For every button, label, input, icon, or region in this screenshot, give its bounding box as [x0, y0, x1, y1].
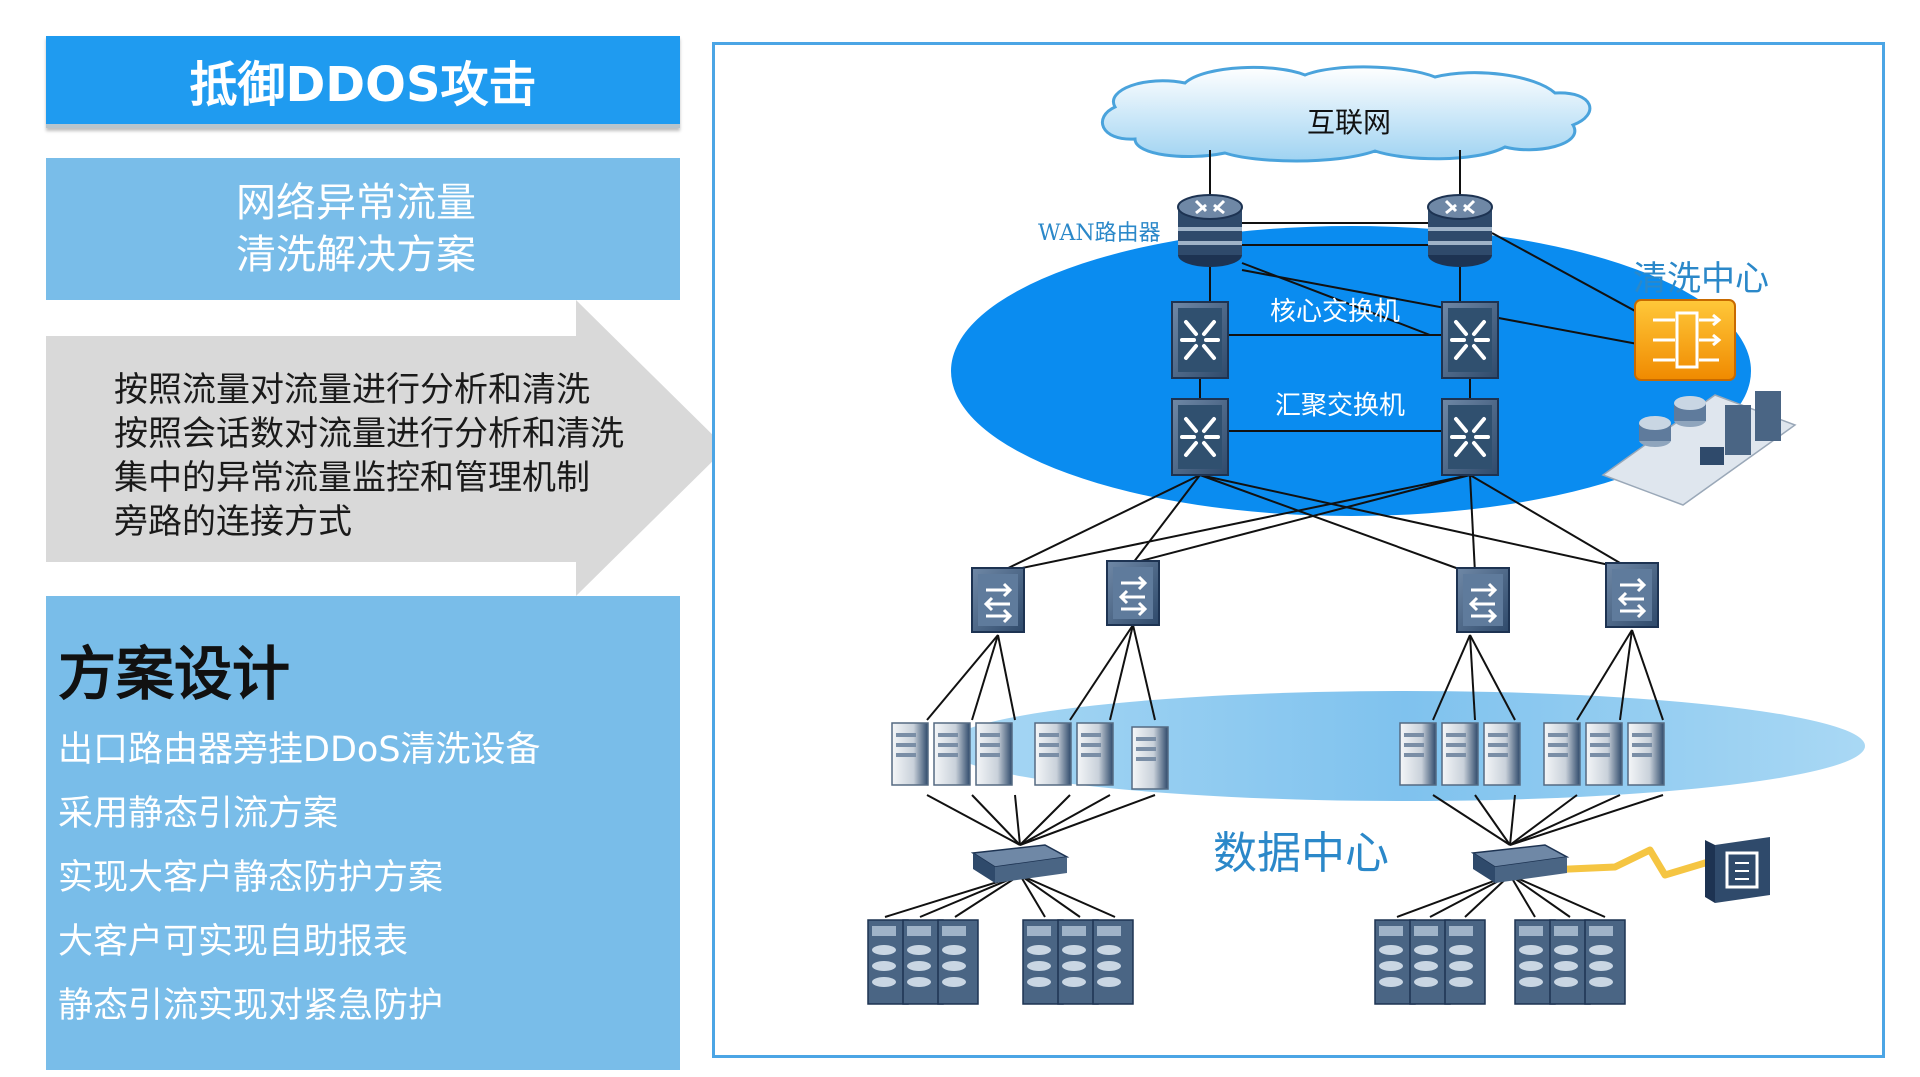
wan-router-left-icon [1176, 193, 1244, 269]
internet-cloud [1100, 65, 1592, 163]
storage-icon [1092, 919, 1134, 1005]
server-icon [975, 722, 1013, 786]
design-item: 实现大客户静态防护方案 [58, 858, 444, 898]
server-icon [891, 722, 929, 786]
dc-switch-right-icon [1470, 844, 1570, 883]
core-network-ellipse [951, 226, 1751, 516]
dc-switch-left-icon [970, 844, 1070, 883]
diagram-canvas [867, 65, 1865, 1005]
internet-label: 互联网 [1307, 106, 1392, 139]
server-icon [1034, 722, 1072, 786]
subtitle-line: 清洗解决方案 [236, 232, 476, 278]
storage-icon [1022, 919, 1064, 1005]
core-switch-label: 核心交换机 [1270, 297, 1401, 327]
data-center-label: 数据中心 [1213, 828, 1389, 879]
storage-icon [1514, 919, 1556, 1005]
access-switch-2-icon [1105, 559, 1161, 627]
wan-router-label: WAN路由器 [1038, 221, 1161, 246]
server-icon [1627, 722, 1665, 786]
connection-lines [884, 150, 1671, 918]
server-icon [1399, 722, 1437, 786]
design-heading: 方案设计 [58, 640, 291, 708]
storage-icon [1549, 919, 1591, 1005]
core-switch-right-icon [1440, 300, 1500, 380]
feature-item: 按照流量对流量进行分析和清洗 [114, 370, 590, 410]
cleaning-device-icon [1634, 299, 1736, 381]
subtitle-line: 网络异常流量 [236, 180, 476, 226]
storage-icon [1057, 919, 1099, 1005]
server-icon [1483, 722, 1521, 786]
feature-item: 按照会话数对流量进行分析和清洗 [114, 414, 624, 454]
lightning-link [1546, 846, 1717, 879]
wan-router-right-icon [1426, 193, 1494, 269]
server-icon [1076, 722, 1114, 786]
storage-icon [902, 919, 944, 1005]
feature-item: 集中的异常流量监控和管理机制 [114, 458, 590, 498]
storage-icon [1374, 919, 1416, 1005]
features-list: 按照流量对流量进行分析和清洗 按照会话数对流量进行分析和清洗 集中的异常流量监控… [114, 368, 624, 544]
access-switch-1-icon [970, 566, 1026, 634]
access-switch-4-icon [1604, 561, 1660, 629]
design-item: 大客户可实现自助报表 [58, 922, 409, 962]
storage-icon [937, 919, 979, 1005]
core-switch-left-icon [1170, 300, 1230, 380]
arrow-shape [46, 300, 726, 596]
design-item: 出口路由器旁挂DDoS清洗设备 [58, 730, 541, 770]
agg-switch-left-icon [1170, 397, 1230, 477]
storage-icon [1409, 919, 1451, 1005]
access-switch-3-icon [1455, 566, 1511, 634]
storage-icon [1584, 919, 1626, 1005]
server-icon [1543, 722, 1581, 786]
agg-switch-right-icon [1440, 397, 1500, 477]
server-icon [1441, 722, 1479, 786]
server-icon [933, 722, 971, 786]
network-diagram: 互联网 WAN路由器 清洗中心 核心交换机 汇聚交换机 数据中心 [712, 42, 1885, 1058]
server-icon [1585, 722, 1623, 786]
design-item: 采用静态引流方案 [58, 794, 339, 834]
design-panel: 方案设计 出口路由器旁挂DDoS清洗设备 采用静态引流方案 实现大客户静态防护方… [46, 596, 680, 1070]
features-arrow: 按照流量对流量进行分析和清洗 按照会话数对流量进行分析和清洗 集中的异常流量监控… [46, 300, 736, 596]
firewall-device-icon [1705, 837, 1770, 903]
storage-icon [867, 919, 909, 1005]
feature-item: 旁路的连接方式 [114, 502, 352, 542]
agg-switch-label: 汇聚交换机 [1275, 391, 1406, 421]
server-icon [1131, 726, 1169, 790]
design-item: 静态引流实现对紧急防护 [58, 986, 444, 1026]
slide-title: 抵御DDOS攻击 [46, 36, 680, 128]
slide-title-text: 抵御DDOS攻击 [189, 57, 537, 113]
storage-icon [1444, 919, 1486, 1005]
cleaning-center-servers-icon [1601, 391, 1797, 506]
solution-subtitle: 网络异常流量 清洗解决方案 [46, 158, 680, 300]
cleaning-center-label: 清洗中心 [1633, 259, 1769, 299]
